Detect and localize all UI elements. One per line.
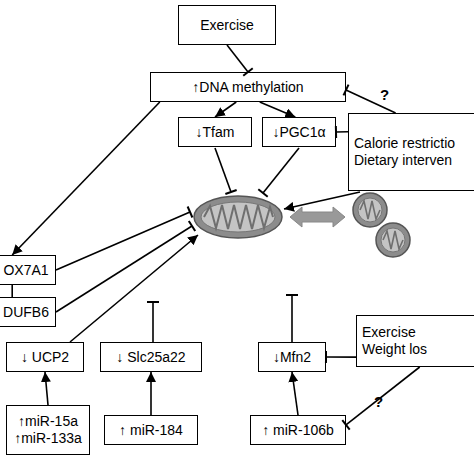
inhibition-line [56,226,192,312]
connector [45,372,48,405]
node-text: Calorie restrictio [354,135,455,152]
node-text: Exercise [362,324,416,341]
mitochondria-effect-lines [56,148,360,342]
node-text: ↑ miR-106b [262,422,334,439]
process-box: ↓ Slc25a22 [100,342,202,372]
process-box: ↑miR-15a↑miR-133a [6,405,90,455]
inhibition-line [215,148,231,192]
edge-label: ? [380,86,389,103]
activation-line [284,192,360,209]
node-text: ↑DNA methylation [192,79,303,96]
process-box: Calorie restrictioDietary interven [348,113,474,191]
connector [227,45,248,72]
node-text: Weight los [362,341,427,358]
connector [215,102,236,117]
connector [150,372,152,415]
process-box: ↓Tfam [178,117,252,147]
connector [292,372,298,415]
inhibition-line [56,212,190,270]
inhibition-line [152,302,154,342]
mitochondrion [194,196,282,238]
process-box: ↓Mfn2 [258,342,326,372]
process-box: ↑DNA methylation [150,72,346,102]
process-box: ↓ UCP2 [6,342,84,372]
node-text: ↑ miR-184 [119,422,183,439]
node-text: Exercise [200,17,254,34]
connector [11,285,13,297]
connector [260,102,296,117]
process-box: ↓PGC1α [262,117,336,147]
node-text: ↓Tfam [196,124,235,141]
node-text: Dietary interven [354,152,452,169]
node-text: ↓Mfn2 [273,349,311,366]
node-text: DUFB6 [3,304,49,321]
connector [346,367,420,425]
activation-line [70,235,198,342]
inhibition-line [291,295,293,342]
node-text: ↓ UCP2 [21,349,69,366]
node-text: OX7A1 [3,262,48,279]
node-text: ↑miR-15a [18,413,78,430]
node-text: ↓ Slc25a22 [116,349,185,366]
process-box: Exercise [178,5,276,45]
connector [12,102,160,255]
inhibition-line [263,148,299,193]
node-text: ↓PGC1α [272,124,325,141]
process-box: ↑ miR-106b [250,415,346,445]
process-box: ExerciseWeight los [356,315,474,367]
connector [326,356,356,358]
process-box: ↑ miR-184 [104,415,198,445]
process-box: OX7A1 [0,255,56,285]
connector [336,131,348,133]
small-mitochondria [353,193,410,257]
node-text: ↑miR-133a [14,430,82,447]
process-box: DUFB6 [0,297,56,327]
edge-label: ? [374,393,383,410]
fission-fusion-arrow [290,207,345,227]
